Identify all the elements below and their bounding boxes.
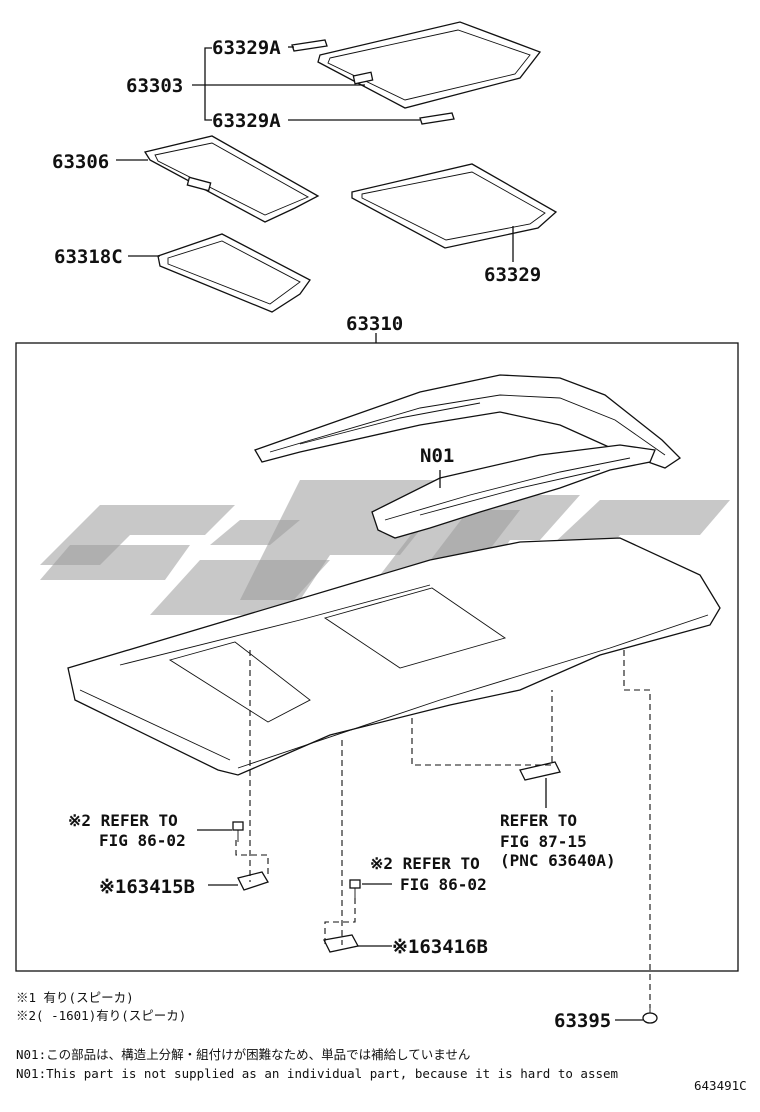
clip-63395 bbox=[642, 1008, 658, 1024]
speaker-bracket-63416b bbox=[323, 934, 359, 953]
leader-lines bbox=[116, 46, 643, 1021]
lamp-bracket bbox=[519, 761, 561, 781]
note-n01-jp: N01:この部品は、構造上分解・組付けが困難なため、単品では補給していません bbox=[16, 1047, 470, 1062]
ref-fig8602-left-line2: FIG 86-02 bbox=[99, 831, 186, 850]
label-63415b: ※163415B bbox=[99, 876, 195, 898]
ref-fig8715-line1: REFER TO bbox=[500, 811, 577, 830]
ref-fig8602-right-line1: ※2 REFER TO bbox=[370, 854, 480, 873]
sunroof-glass bbox=[143, 135, 320, 223]
label-63329a-top: 63329A bbox=[212, 37, 281, 59]
label-63318c: 63318C bbox=[54, 246, 123, 268]
note-2: ※2( -1601)有り(スピーカ) bbox=[16, 1008, 186, 1023]
assembly-box bbox=[15, 342, 739, 972]
ref-fig8715-line2: FIG 87-15 bbox=[500, 832, 587, 851]
weatherstrip bbox=[157, 233, 311, 313]
headliner-rail bbox=[254, 374, 682, 469]
label-63395: 63395 bbox=[554, 1010, 611, 1032]
clip-top bbox=[291, 39, 328, 52]
sunroof-frame-rear bbox=[351, 163, 558, 249]
n01-duct bbox=[371, 444, 656, 539]
ref-fig8602-right-line2: FIG 86-02 bbox=[400, 875, 487, 894]
speaker-bracket-63415b bbox=[237, 871, 269, 891]
guide-lines bbox=[235, 650, 651, 1008]
label-63329: 63329 bbox=[484, 264, 541, 286]
note-1: ※1 有り(スピーカ) bbox=[16, 990, 134, 1005]
label-n01: N01 bbox=[420, 445, 454, 467]
ref-fig8602-left-line1: ※2 REFER TO bbox=[68, 811, 178, 830]
headliner bbox=[67, 537, 721, 776]
clip-bottom bbox=[419, 112, 455, 125]
label-63416b: ※163416B bbox=[392, 936, 488, 958]
label-63310: 63310 bbox=[346, 313, 403, 335]
bolt-left bbox=[232, 821, 244, 842]
bolt-right bbox=[349, 879, 361, 898]
label-63329a-bottom: 63329A bbox=[212, 110, 281, 132]
note-n01-en: N01:This part is not supplied as an indi… bbox=[16, 1066, 618, 1081]
figure-id: 643491C bbox=[694, 1078, 747, 1093]
sunshade-panel bbox=[317, 21, 542, 109]
label-63303: 63303 bbox=[126, 75, 183, 97]
ref-fig8715-line3: (PNC 63640A) bbox=[500, 851, 616, 870]
label-63306: 63306 bbox=[52, 151, 109, 173]
